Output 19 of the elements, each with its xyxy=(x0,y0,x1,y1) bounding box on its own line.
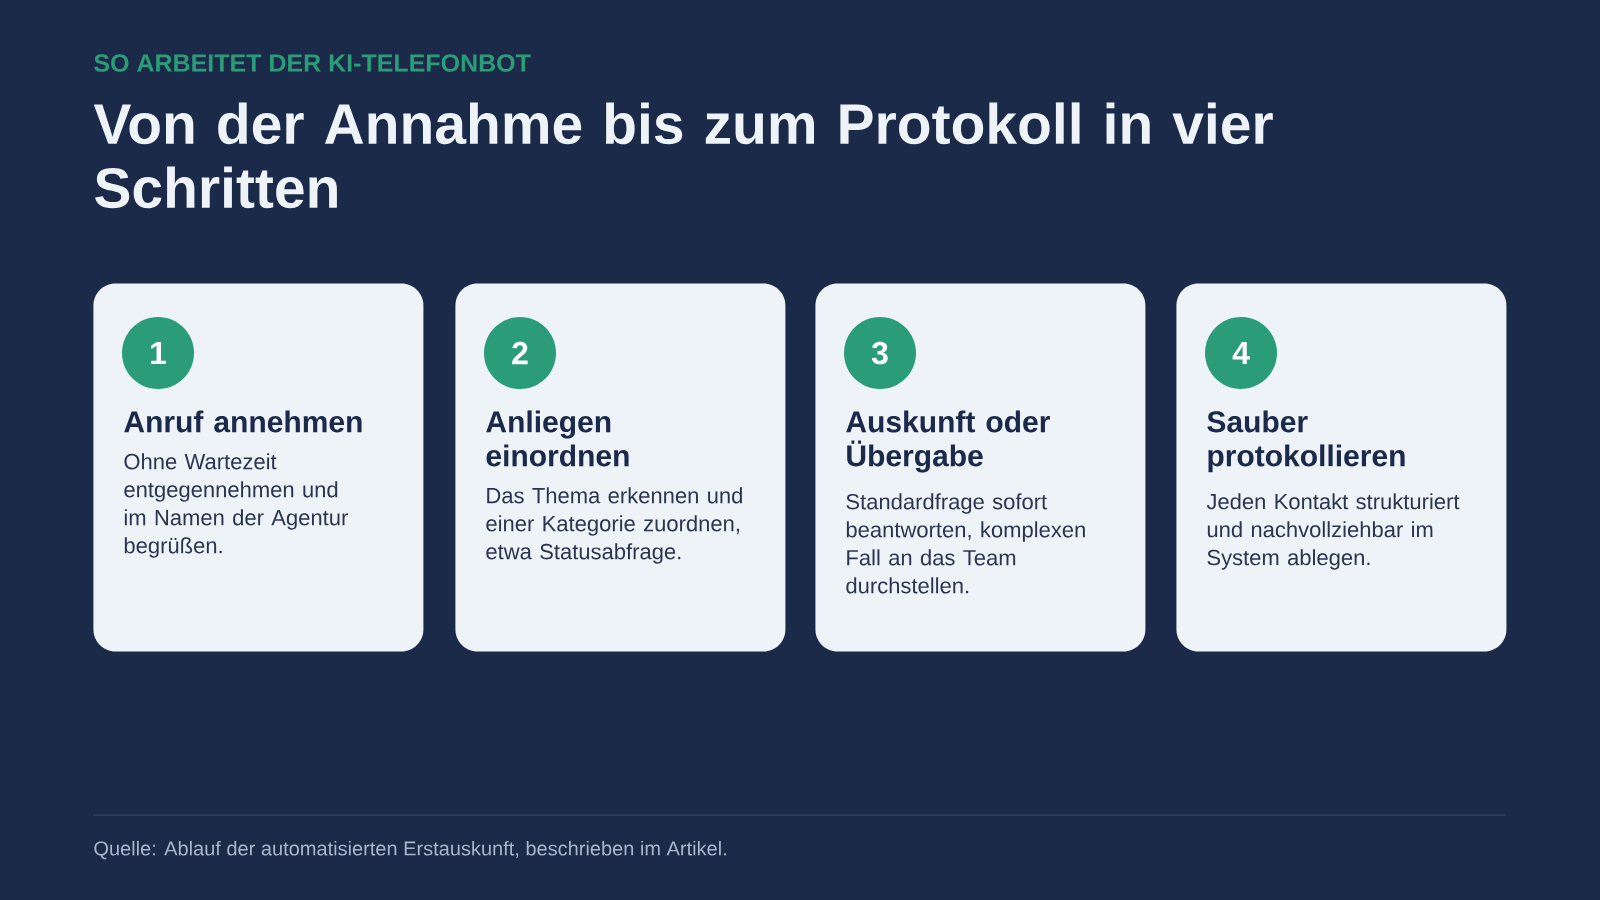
step-card xyxy=(815,283,1146,652)
step-text: Das Thema erkennen und einer Kategorie zuordnen, etwa Statusabfrage. xyxy=(486,487,742,564)
step-text: Standardfrage sofort beantworten, komplexen Fall an das Team durchstellen. xyxy=(846,493,1085,594)
step-title: Anliegen einordnen xyxy=(486,410,629,467)
step-title: Sauber protokollieren xyxy=(1207,410,1405,473)
title: Von der Annahme bis zum Protokoll in vier Schritten xyxy=(93,102,1273,209)
kicker-text: SO ARBEITET DER KI-TELEFONBOT xyxy=(94,54,531,72)
step-text: Jeden Kontakt strukturiert und nachvollziehbar im System ablegen. xyxy=(1206,493,1460,570)
step-title: Anruf annehmen xyxy=(124,410,362,433)
step-card xyxy=(93,283,424,652)
step-title: Auskunft oder Übergabe xyxy=(846,410,1050,473)
step-number: 4 xyxy=(1205,317,1277,389)
step-number: 2 xyxy=(484,317,556,389)
source-note: Quelle: Ablauf der automatisierten Erstauskunft, beschrieben im Artikel. xyxy=(94,840,726,860)
step-card xyxy=(1176,283,1507,652)
step-card xyxy=(455,283,786,652)
step-number: 3 xyxy=(844,317,916,389)
step-text: Ohne Wartezeit entgegennehmen und im Namen der Agentur begrüßen. xyxy=(124,453,348,558)
step-number: 1 xyxy=(122,317,194,389)
